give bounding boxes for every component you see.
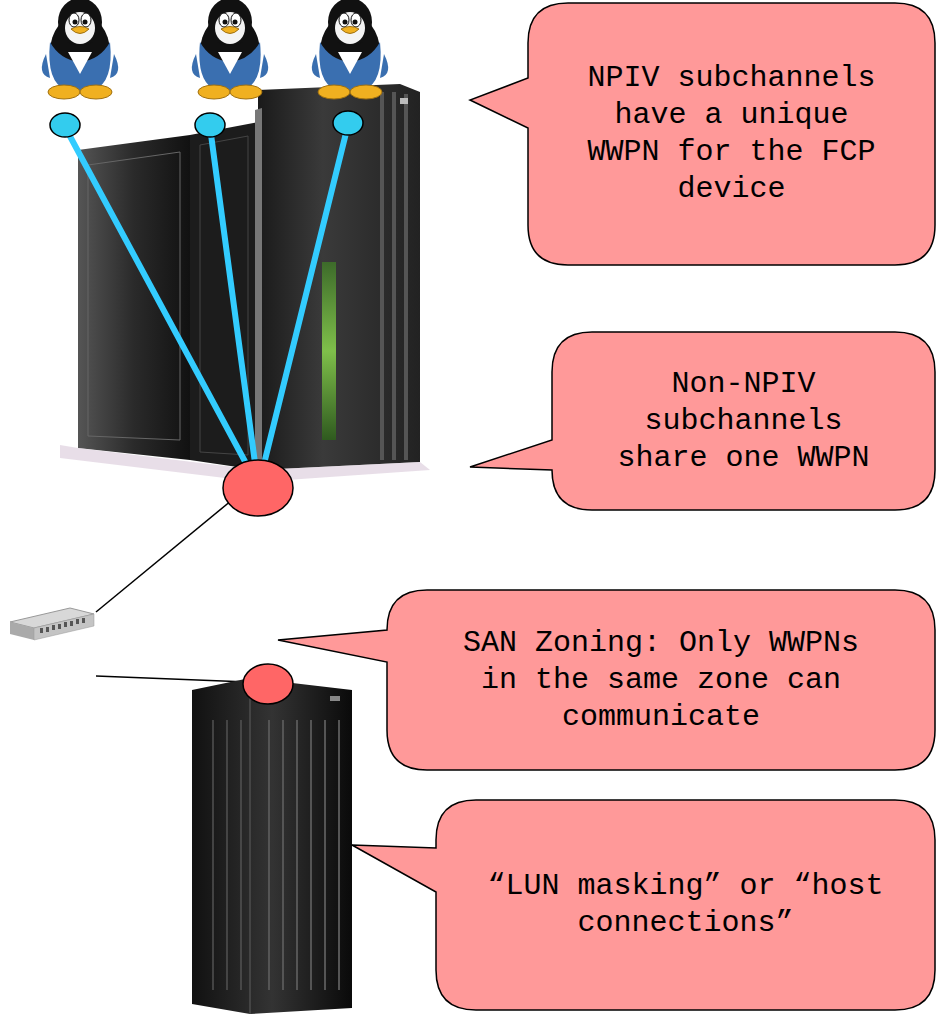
linux-penguin <box>42 0 118 99</box>
npiv-links <box>65 125 348 480</box>
callout-outline <box>352 800 935 1010</box>
storage-unit <box>192 678 352 1014</box>
callout-box: NPIV subchannels have a unique WWPN for … <box>528 3 935 265</box>
callout-box: Non-NPIV subchannels share one WWPN <box>552 332 935 510</box>
fcp-port <box>223 460 293 516</box>
callout-text: SAN Zoning: Only WWPNs in the same zone … <box>457 625 865 736</box>
callout-outline <box>278 590 935 770</box>
linux-penguin <box>192 0 268 99</box>
callout-shape <box>528 3 935 265</box>
callout-box: SAN Zoning: Only WWPNs in the same zone … <box>387 590 935 770</box>
san-cables <box>96 500 248 682</box>
mainframe <box>60 84 430 482</box>
callout-box: “LUN masking” or “host connections” <box>436 800 935 1010</box>
callout-shape <box>436 800 935 1010</box>
callout-text: NPIV subchannels have a unique WWPN for … <box>578 60 885 208</box>
callout-text: Non-NPIV subchannels share one WWPN <box>592 366 895 477</box>
callout-outline <box>470 3 935 265</box>
callout-text: “LUN masking” or “host connections” <box>486 868 885 942</box>
san-switch <box>10 608 94 640</box>
callout-outline <box>470 332 935 510</box>
storage-port <box>243 664 293 704</box>
npiv-ports <box>50 111 363 137</box>
linux-penguin <box>312 0 388 99</box>
